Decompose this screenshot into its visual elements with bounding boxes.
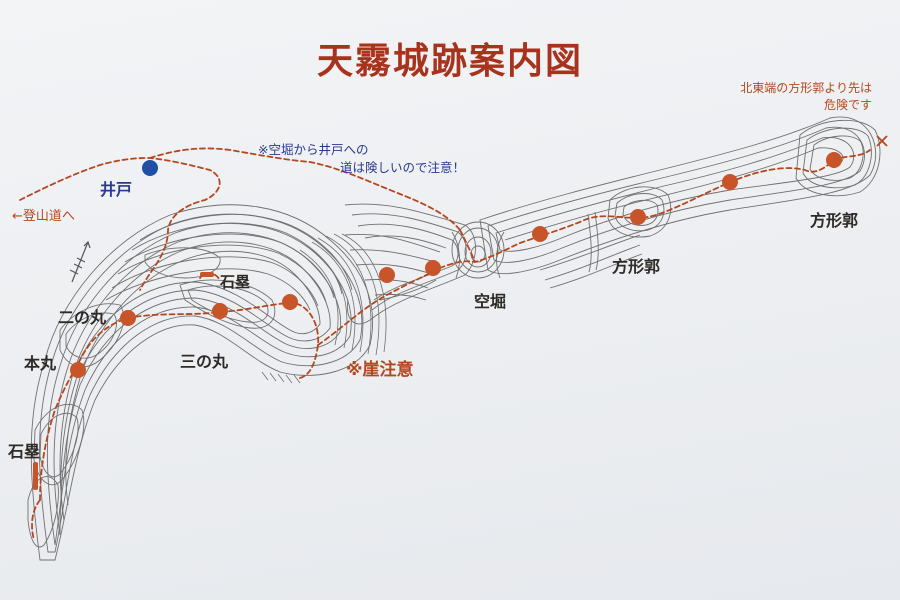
label-honmaru: 本丸: [24, 354, 57, 373]
marker-well[interactable]: [142, 160, 158, 176]
cross-mark-icon: [876, 135, 888, 147]
marker-saddle-2[interactable]: [425, 260, 441, 276]
northeast-danger-note: 北東端の方形郭より先は 危険です: [740, 80, 872, 114]
marker-saddle-1[interactable]: [379, 267, 395, 283]
label-ninomaru: 二の丸: [58, 308, 107, 327]
marker-ninomaru[interactable]: [120, 310, 136, 326]
trail-exit-label[interactable]: ←登山道へ: [12, 209, 75, 224]
west-ridge-contours: [27, 204, 374, 561]
marker-sannomaru[interactable]: [212, 303, 228, 319]
terrain-contours: [27, 116, 881, 561]
label-sannomaru: 三の丸: [180, 352, 229, 371]
cliff-hatching: [261, 233, 387, 384]
label-ishigaki-upper: 石塁: [220, 273, 251, 291]
map-title: 天霧城跡案内図: [316, 40, 583, 82]
label-karabori: 空堀: [474, 292, 507, 311]
moat-caution-line2: 道は険しいので注意！: [340, 160, 466, 175]
cliff-caution-label: ※崖注意: [346, 360, 414, 380]
route-tail: [31, 499, 41, 541]
stone-wall-lower-symbol: [33, 462, 38, 490]
route-main: [39, 149, 871, 501]
label-ishigaki-lower: 石塁: [8, 442, 41, 461]
marker-east-1[interactable]: [532, 226, 548, 242]
saddle-contours: [344, 203, 476, 325]
route-moat-branch: [459, 229, 476, 263]
label-houkei-kaku-mid: 方形郭: [612, 257, 661, 276]
hiking-route: [19, 147, 871, 541]
northeast-danger-line1: 北東端の方形郭より先は: [740, 81, 872, 95]
stone-wall-upper-symbol: [200, 272, 214, 277]
moat-path-caution-note: ※空堀から井戸への 道は険しいので注意！: [258, 141, 465, 177]
marker-houkei-mid[interactable]: [630, 209, 646, 225]
route-upper: [19, 157, 221, 291]
northeast-danger-line2: 危険です: [823, 98, 872, 112]
moat-caution-line1: ※空堀から井戸への: [258, 142, 369, 157]
north-arrow-icon: [69, 240, 91, 283]
east-ridge-contours: [479, 116, 881, 289]
route-north: [149, 147, 461, 231]
stone-wall-symbols: [33, 272, 214, 490]
marker-cliff-top[interactable]: [282, 294, 298, 310]
point-markers: [70, 152, 842, 378]
label-houkei-kaku-end: 方形郭: [810, 211, 859, 230]
marker-honmaru[interactable]: [70, 362, 86, 378]
marker-houkei-end[interactable]: [826, 152, 842, 168]
label-well: 井戸: [100, 180, 133, 199]
marker-east-2[interactable]: [722, 174, 738, 190]
